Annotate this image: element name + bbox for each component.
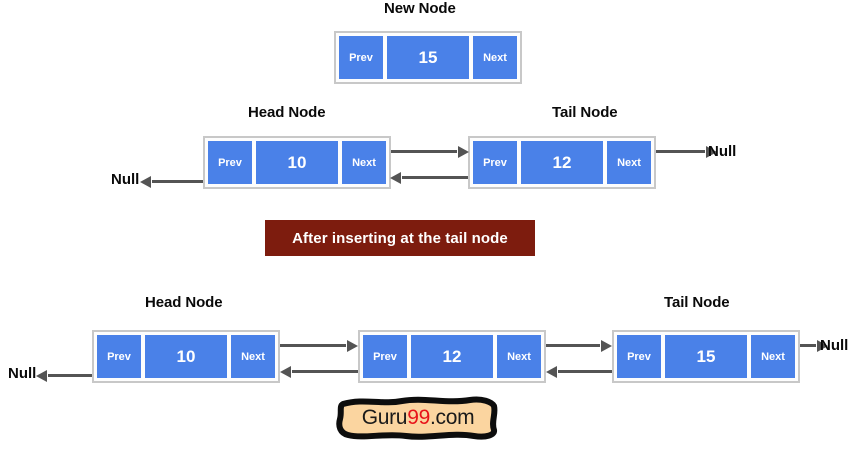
logo-text-part1: Guru: [361, 406, 408, 429]
after-tail-node-label: Tail Node: [664, 294, 730, 311]
after-node-12-value-cell: 12: [411, 335, 493, 378]
logo-text-part2: 99: [407, 406, 430, 429]
new-node-label: New Node: [384, 0, 456, 17]
after-node-10-prev-to-null-arrow: [48, 374, 92, 377]
logo-shape-icon: [336, 396, 498, 440]
new-node-box: Prev 15 Next: [334, 31, 522, 84]
before-head-next-cell: Next: [342, 141, 386, 184]
after-node-10-next-arrow: [280, 344, 346, 347]
after-node-box-12: Prev 12 Next: [358, 330, 546, 383]
logo-text-part3: .com: [429, 406, 475, 429]
before-tail-node-label: Tail Node: [552, 104, 618, 121]
after-node-box-10: Prev 10 Next: [92, 330, 280, 383]
before-tail-prev-cell: Prev: [473, 141, 517, 184]
new-node-next-cell: Next: [473, 36, 517, 79]
before-head-prev-cell: Prev: [208, 141, 252, 184]
after-node-12-next-arrow: [546, 344, 600, 347]
after-node-12-prev-cell: Prev: [363, 335, 407, 378]
before-tail-value-cell: 12: [521, 141, 603, 184]
after-insert-banner: After inserting at the tail node: [265, 220, 535, 256]
after-node-10-prev-cell: Prev: [97, 335, 141, 378]
before-head-value-cell: 10: [256, 141, 338, 184]
after-node-15-prev-arrow: [558, 370, 612, 373]
before-head-node-box: Prev 10 Next: [203, 136, 391, 189]
after-node-15-next-cell: Next: [751, 335, 795, 378]
before-tail-node-box: Prev 12 Next: [468, 136, 656, 189]
after-node-12-prev-arrow: [292, 370, 358, 373]
new-node-prev-cell: Prev: [339, 36, 383, 79]
after-node-box-15: Prev 15 Next: [612, 330, 800, 383]
before-head-prev-to-null-arrow: [152, 180, 203, 183]
before-right-null-label: Null: [708, 143, 737, 160]
before-tail-next-cell: Next: [607, 141, 651, 184]
before-tail-prev-arrow: [402, 176, 468, 179]
after-node-15-value-cell: 15: [665, 335, 747, 378]
before-head-next-arrow: [391, 150, 457, 153]
after-left-null-label: Null: [8, 365, 37, 382]
after-node-10-value-cell: 10: [145, 335, 227, 378]
after-head-node-label: Head Node: [145, 294, 223, 311]
after-node-15-next-to-null-arrow: [800, 344, 816, 347]
after-node-15-prev-cell: Prev: [617, 335, 661, 378]
new-node-value-cell: 15: [387, 36, 469, 79]
before-tail-next-to-null-arrow: [656, 150, 705, 153]
after-node-10-next-cell: Next: [231, 335, 275, 378]
after-node-12-next-cell: Next: [497, 335, 541, 378]
before-left-null-label: Null: [111, 171, 140, 188]
after-right-null-label: Null: [820, 337, 849, 354]
before-head-node-label: Head Node: [248, 104, 326, 121]
